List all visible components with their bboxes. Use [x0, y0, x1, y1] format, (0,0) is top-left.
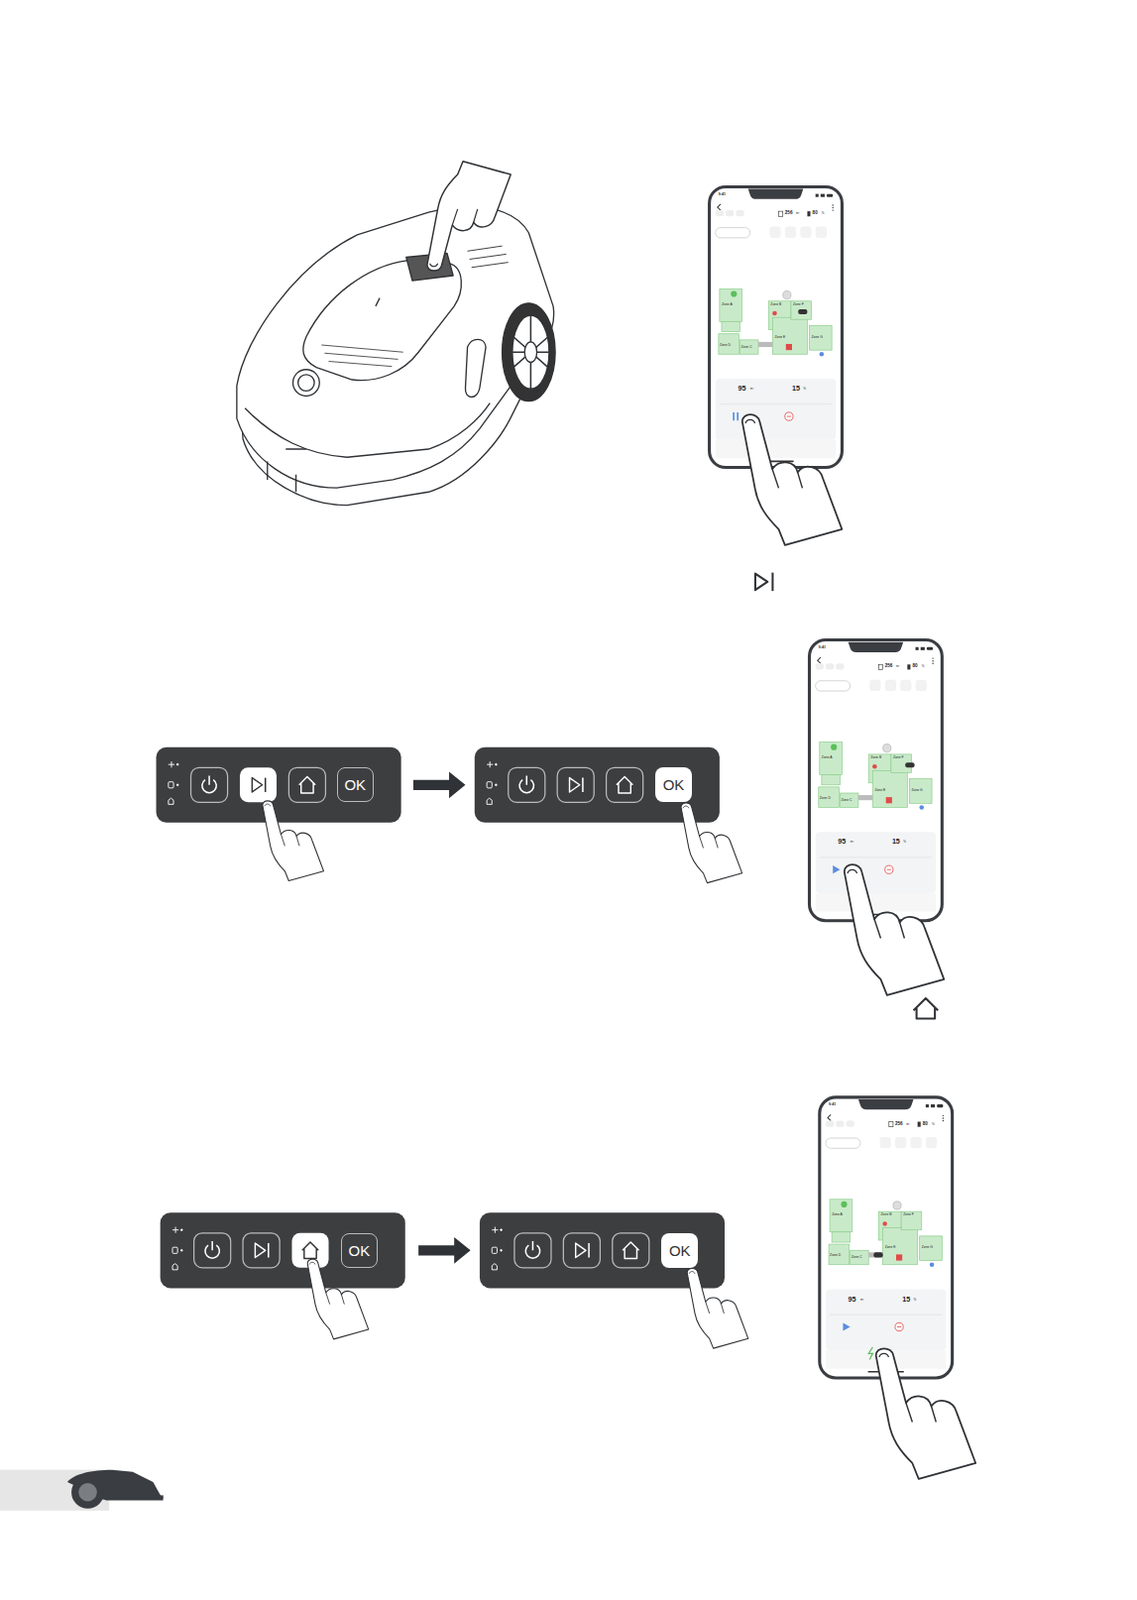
screen-text: Zone C — [840, 798, 852, 802]
screen-text: 9:41 — [818, 646, 826, 651]
screen-text: Zone E — [874, 789, 886, 793]
button-label: OK — [348, 1243, 371, 1258]
screen-text: Zone D — [829, 1253, 841, 1257]
hand — [742, 414, 843, 546]
button-label: OK — [663, 777, 685, 793]
robot-marker — [797, 309, 807, 315]
screen-text: Zone E — [774, 336, 786, 340]
charge-icon — [868, 1347, 873, 1360]
screen-text: Zone B — [770, 303, 782, 307]
screen-text: Zone D — [819, 796, 831, 800]
hand — [427, 161, 511, 271]
hand — [262, 800, 325, 882]
screen-text: m² — [750, 387, 755, 391]
robot-marker — [905, 762, 914, 768]
screen-text: Zone G — [921, 1246, 933, 1250]
screen-text: 9:41 — [828, 1103, 836, 1108]
screen-text: Zone A — [821, 756, 833, 760]
screen-text: m² — [860, 1298, 865, 1302]
screen-text: 9:41 — [718, 193, 726, 198]
screen-text: % — [821, 212, 825, 216]
screen-text: 95 — [837, 837, 846, 845]
arrow — [413, 771, 466, 798]
ok-button: OK — [655, 767, 692, 802]
screen-text: % — [921, 665, 925, 669]
screen-text: 95 — [848, 1295, 857, 1303]
screen-text: Zone F — [893, 756, 905, 760]
screen-text: Zone D — [719, 343, 731, 347]
screen-text: % — [913, 1298, 917, 1302]
hand — [876, 1348, 977, 1479]
screen-text: m² — [906, 1123, 910, 1127]
hand — [844, 864, 945, 996]
screen-text: % — [802, 387, 806, 391]
phone — [819, 1097, 953, 1378]
screen-text: Zone A — [721, 303, 733, 307]
screen-text: 256 — [885, 664, 894, 670]
screen-text: % — [903, 840, 907, 844]
screen-text: Zone G — [811, 336, 823, 340]
screen-text: m² — [795, 212, 800, 216]
button-label: OK — [343, 777, 366, 793]
pause-icon — [732, 412, 739, 421]
home-icon — [913, 998, 939, 1020]
screen-text: 256 — [785, 211, 794, 217]
control-panel — [156, 747, 402, 823]
screen-text: Zone F — [793, 303, 804, 307]
screen-text: Zone F — [903, 1213, 914, 1217]
screen-text: 256 — [895, 1122, 904, 1128]
ok-button: OK — [337, 767, 374, 802]
phone — [808, 640, 942, 921]
screen-text: Zone E — [885, 1246, 897, 1250]
screen-text: 95 — [737, 384, 746, 392]
control-panel — [160, 1212, 406, 1288]
screen-text: Zone A — [831, 1213, 843, 1217]
screen-text: Zone B — [870, 756, 882, 760]
screen-text: Zone C — [851, 1255, 863, 1259]
ok-button: OK — [341, 1233, 378, 1268]
screen-text: 15 — [902, 1295, 910, 1303]
screen-text: 80 — [922, 1122, 928, 1128]
hand — [307, 1258, 369, 1340]
phone — [709, 186, 843, 467]
hand — [681, 802, 743, 884]
footer-mower — [67, 1470, 164, 1509]
screen-text: m² — [850, 840, 855, 844]
screen-text: Zone C — [741, 345, 753, 349]
robot-marker — [873, 1251, 883, 1257]
ok-button: OK — [661, 1233, 698, 1268]
screen-text: 80 — [911, 664, 917, 670]
screen-text: 15 — [892, 837, 901, 845]
screen-text: % — [931, 1123, 935, 1127]
screen-text: 15 — [792, 384, 800, 392]
skip-icon — [755, 572, 774, 592]
play-icon — [842, 1322, 850, 1331]
play-icon — [832, 865, 840, 874]
mower-illustration — [236, 207, 556, 506]
screen-text: Zone B — [881, 1213, 893, 1217]
screen-text: Zone G — [910, 789, 922, 793]
screen-text: 80 — [812, 211, 818, 217]
arrow — [418, 1237, 471, 1264]
hand — [686, 1267, 749, 1349]
screen-text: m² — [896, 665, 901, 669]
button-label: OK — [669, 1243, 691, 1258]
